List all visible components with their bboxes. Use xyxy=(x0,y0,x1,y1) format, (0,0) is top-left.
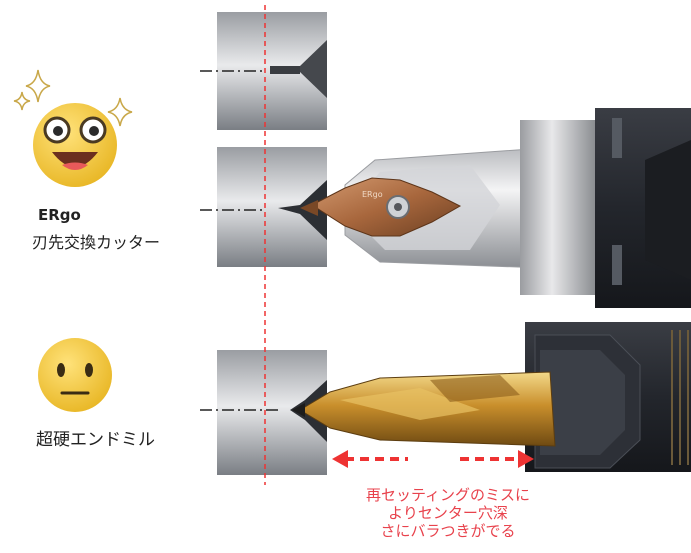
svg-text:ERgo: ERgo xyxy=(362,190,383,199)
endmill-label: 超硬エンドミル xyxy=(36,430,155,450)
note-line: 再セッティングのミスに xyxy=(365,486,531,504)
note-line: さにバラつきがでる xyxy=(380,522,516,540)
happy-emoji-icon xyxy=(33,103,117,187)
sparkle-icon xyxy=(13,69,133,127)
dimension-arrow-icon xyxy=(332,450,534,468)
endmill-drill xyxy=(292,371,556,447)
workpiece-top xyxy=(200,12,327,130)
ergo-insert: ERgo xyxy=(300,177,462,237)
ergo-title: ERgo xyxy=(38,206,81,224)
note-line: よりセンター穴深 xyxy=(388,504,508,522)
variation-note: 再セッティングのミスに よりセンター穴深 さにバラつきがでる xyxy=(318,486,578,540)
endmill-collet-chuck xyxy=(525,322,691,472)
ergo-description: 刃先交換カッター xyxy=(32,233,161,252)
neutral-emoji-icon xyxy=(38,338,112,412)
